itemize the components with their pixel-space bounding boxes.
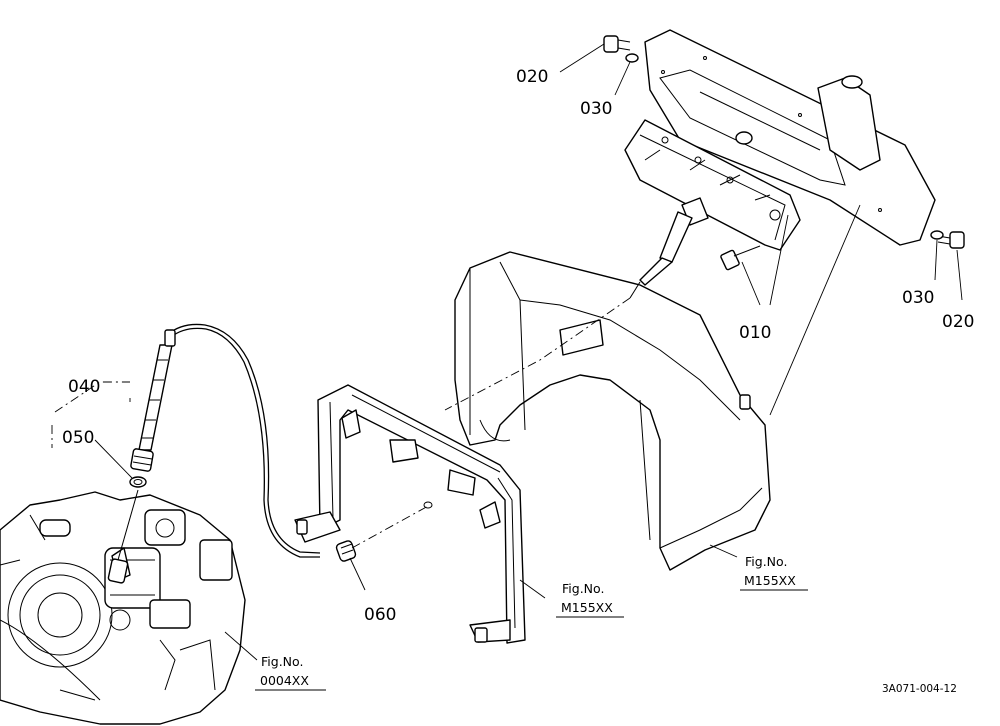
callout-020-top: 020 xyxy=(516,67,548,87)
bolt-axis-060 xyxy=(351,504,431,549)
callout-010: 010 xyxy=(739,323,771,343)
figref-panel-cover-line1: Fig.No. xyxy=(745,554,787,569)
transmission-housing xyxy=(0,491,246,725)
washer-030-top xyxy=(625,53,639,63)
cable-lower-end xyxy=(107,489,139,584)
callout-030-top: 030 xyxy=(580,99,612,119)
figref-transmission: Fig.No. 0004XX xyxy=(255,654,326,691)
front-frame xyxy=(294,384,526,644)
figref-panel-cover-line2: M155XX xyxy=(744,573,796,588)
screw-020-right xyxy=(937,231,965,249)
callout-030-right: 030 xyxy=(902,288,934,308)
callout-040: 040 xyxy=(68,377,100,397)
washer-030-right xyxy=(930,230,944,240)
figref-front-frame-line2: M155XX xyxy=(561,600,613,615)
o-ring-050 xyxy=(129,476,147,488)
panel-cover xyxy=(454,251,771,571)
cable-connector xyxy=(629,211,693,299)
instrument-panel xyxy=(644,29,936,246)
figref-front-frame-line1: Fig.No. xyxy=(562,581,604,596)
bolt-060 xyxy=(335,540,357,562)
hole-060 xyxy=(423,501,433,509)
meter-cable xyxy=(130,323,321,558)
figref-panel-cover: Fig.No. M155XX xyxy=(740,554,808,591)
document-id: 3A071-004-12 xyxy=(882,683,957,695)
cable-axis xyxy=(444,297,631,411)
callout-050: 050 xyxy=(62,428,94,448)
screw-020-top xyxy=(603,35,631,53)
figref-front-frame: Fig.No. M155XX xyxy=(556,581,624,618)
screw-010 xyxy=(720,245,761,271)
callout-020-right: 020 xyxy=(942,312,974,332)
figref-transmission-line1: Fig.No. xyxy=(261,654,303,669)
callout-060: 060 xyxy=(364,605,396,625)
figref-transmission-line2: 0004XX xyxy=(260,673,309,688)
